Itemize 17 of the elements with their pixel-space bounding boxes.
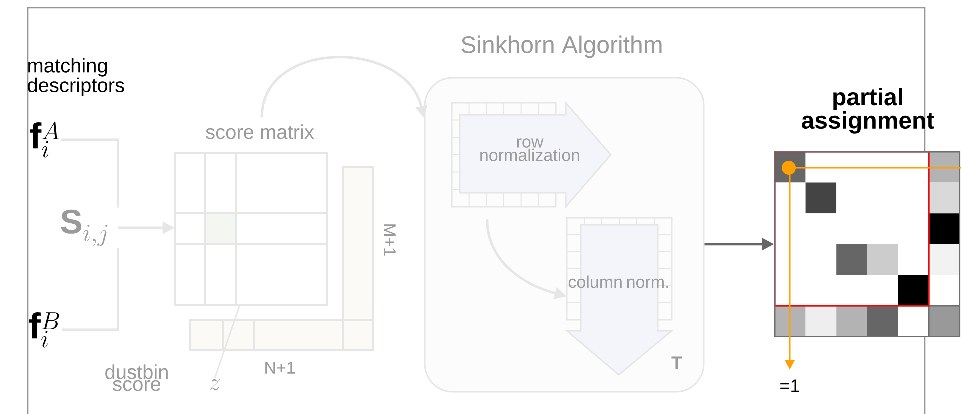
arrow: [260, 56, 428, 118]
connector-line: [214, 304, 241, 379]
box-title: Sinkhorn Algorithm: [462, 36, 662, 58]
formula: $\mathbf{f}_i^A$: [30, 122, 60, 158]
sum-label: =1: [780, 380, 800, 392]
text-label: dustbin score: [106, 364, 168, 392]
matrix-title: score matrix: [206, 124, 314, 140]
dimension-label: N+1: [266, 362, 295, 374]
iteration-letter: T: [672, 356, 682, 370]
connector-line: [62, 138, 120, 208]
matrix-title: partial assignment: [802, 88, 934, 134]
formula: $\mathbf{f}_i^B$: [30, 312, 60, 348]
text-label: matching descriptors: [28, 58, 124, 96]
dimension-label: M+1: [384, 224, 396, 256]
connector-line: [62, 248, 120, 332]
formula: $\mathbf{S}_{i,j}$: [61, 210, 108, 246]
formula: $z$: [210, 379, 220, 391]
